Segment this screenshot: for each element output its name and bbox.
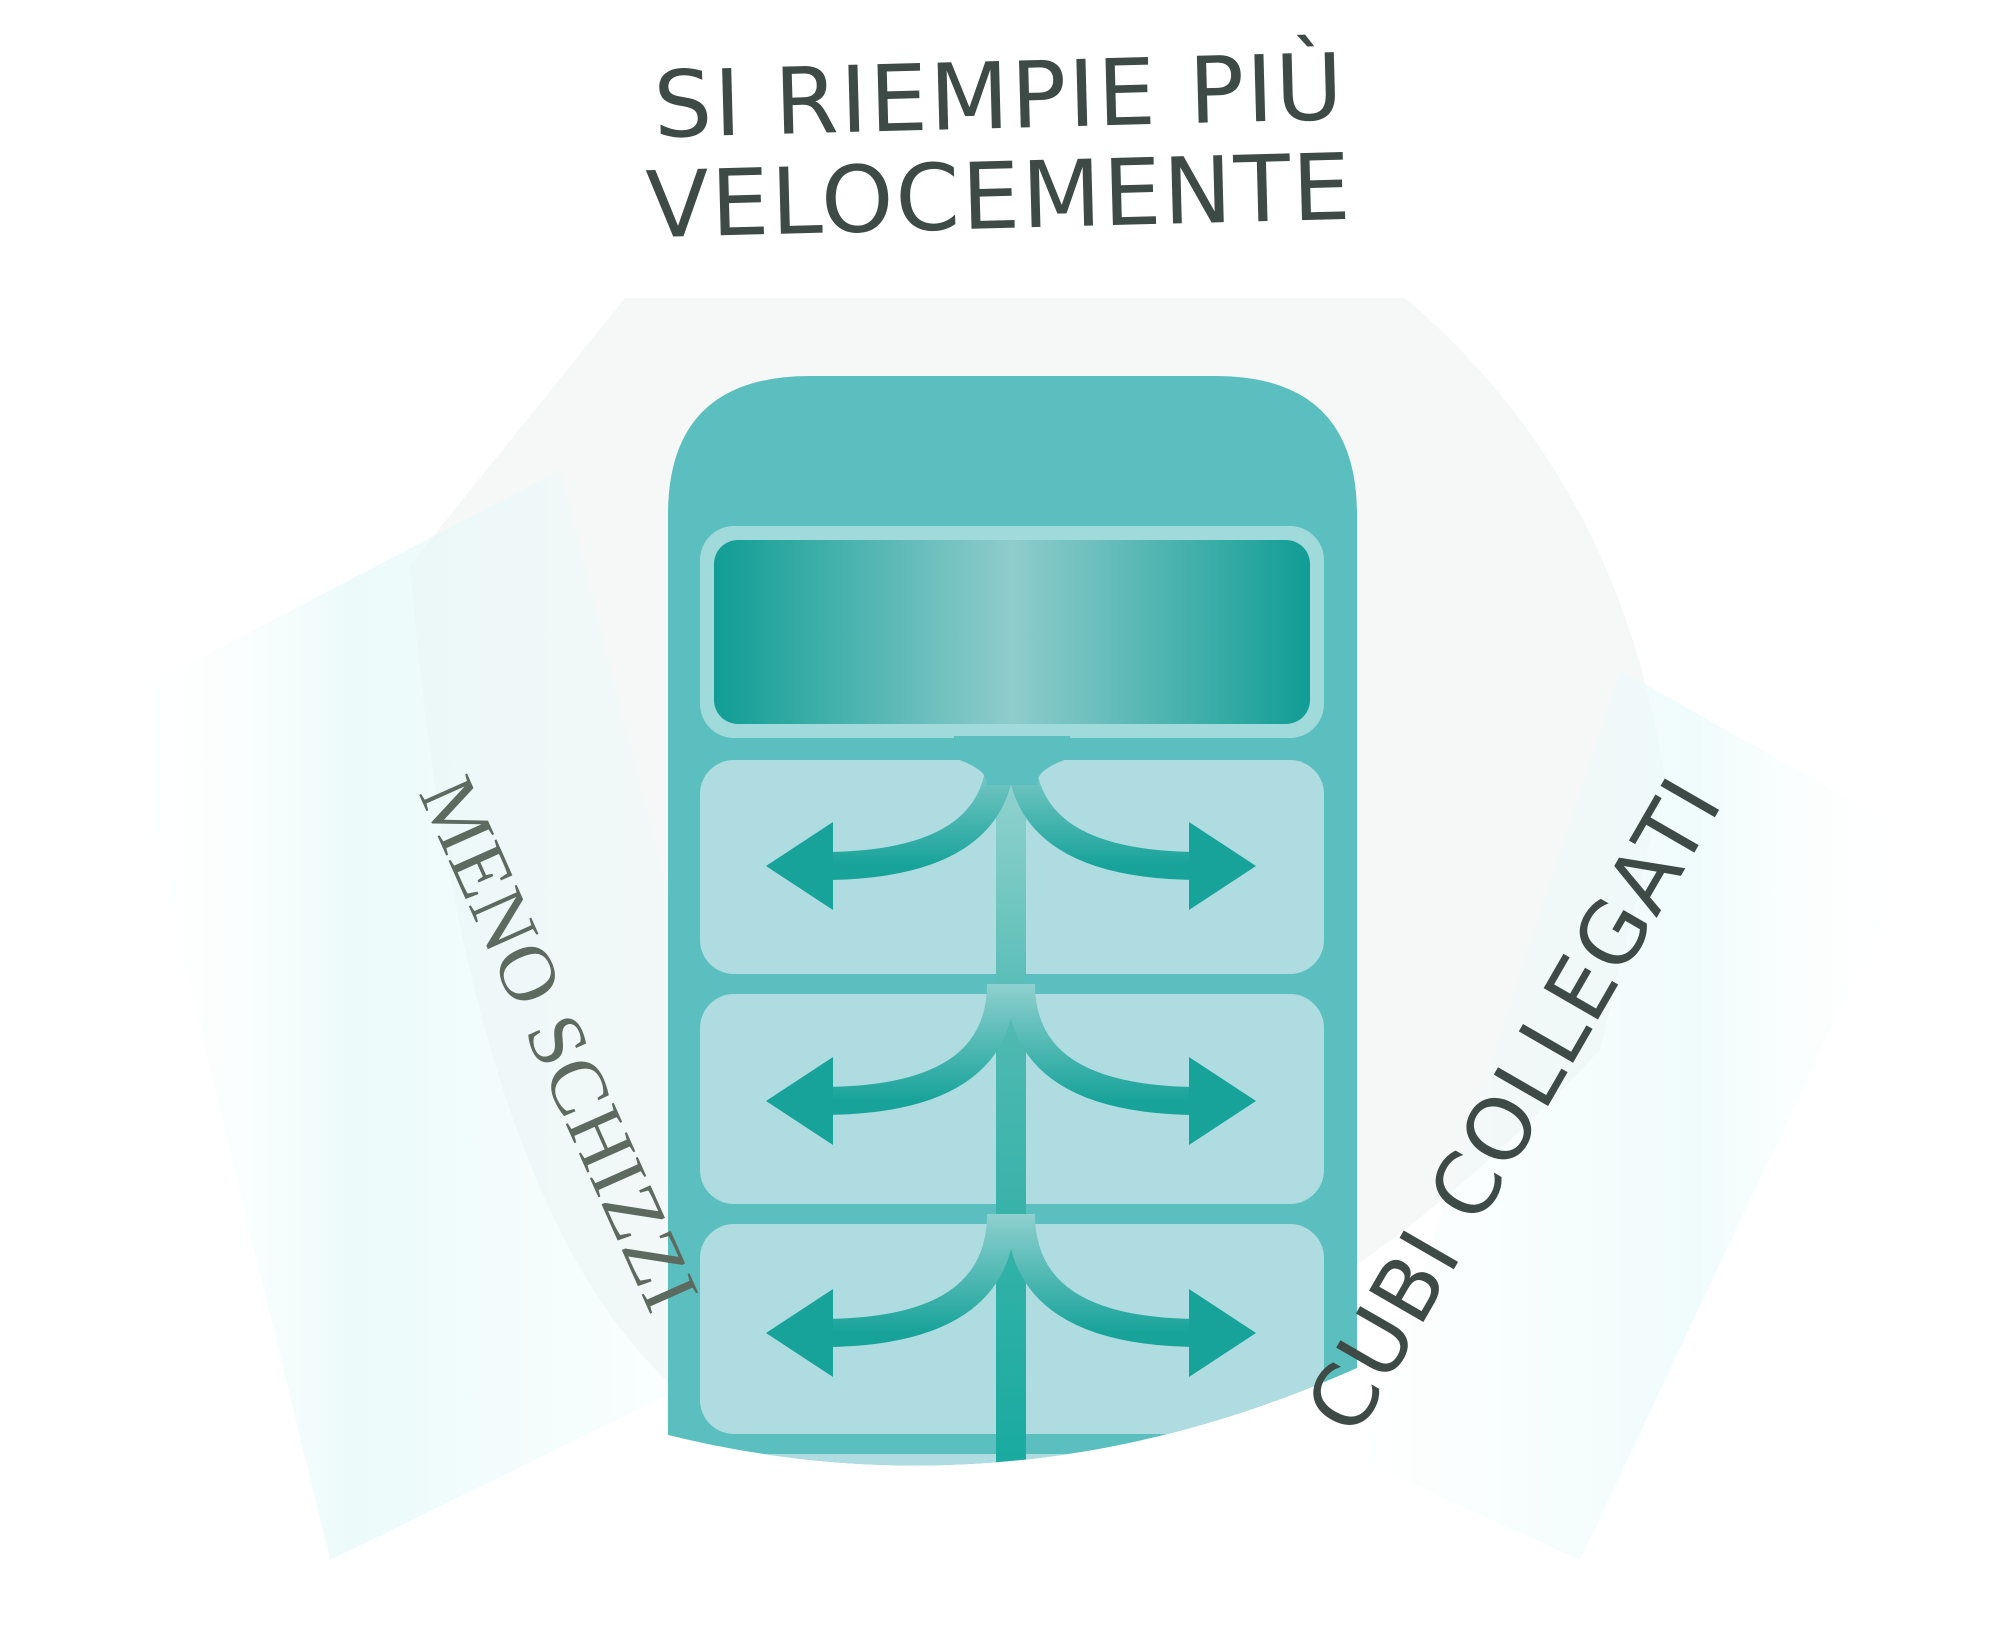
arrow-right-icon	[1189, 1057, 1256, 1145]
flow-curve-right	[1007, 983, 1202, 1115]
divider-bar	[700, 976, 954, 992]
arrow-right-icon	[1189, 822, 1256, 910]
top-cell-water	[714, 540, 1310, 724]
channel-opening	[954, 736, 1070, 785]
divider-bar	[1072, 976, 1326, 992]
arrow-right-icon	[1189, 1289, 1256, 1377]
flow-arrows	[766, 749, 1256, 1377]
cube-cell	[700, 1454, 1324, 1466]
divider-bar	[1072, 1206, 1326, 1222]
flow-curve-left	[820, 1213, 1015, 1347]
divider-bar	[1072, 1436, 1326, 1452]
headline-line1: SI RIEMPIE PIÙ	[652, 32, 1346, 159]
right-glow-band	[1360, 670, 1920, 1560]
arrow-left-icon	[766, 822, 833, 910]
left-glow-band	[120, 470, 780, 1560]
arrow-left-icon	[766, 1289, 833, 1377]
arrow-left-icon	[766, 1057, 833, 1145]
flow-curve-left	[820, 983, 1015, 1115]
center-channel	[996, 740, 1026, 1466]
divider-bar	[700, 1436, 954, 1452]
divider-bar	[700, 1206, 954, 1222]
flow-curve-right	[1007, 1213, 1202, 1347]
headline-line2: VELOCEMENTE	[645, 134, 1354, 259]
